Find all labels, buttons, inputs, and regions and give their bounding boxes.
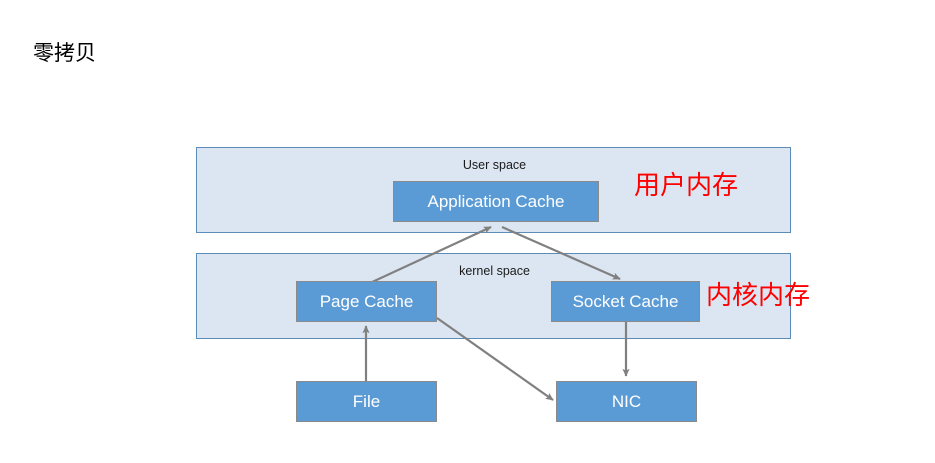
annotation-kernel-memory: 内核内存	[706, 281, 811, 311]
annotation-user-memory: 用户内存	[634, 171, 739, 201]
node-file: File	[296, 381, 437, 422]
region-label-user-space: User space	[462, 158, 527, 172]
page-title: 零拷贝	[33, 41, 96, 65]
region-label-kernel-space: kernel space	[459, 264, 530, 278]
node-page-cache: Page Cache	[296, 281, 437, 322]
node-application-cache: Application Cache	[393, 181, 599, 222]
region-kernel-space: kernel space	[196, 253, 791, 339]
node-nic: NIC	[556, 381, 697, 422]
node-socket-cache: Socket Cache	[551, 281, 700, 322]
